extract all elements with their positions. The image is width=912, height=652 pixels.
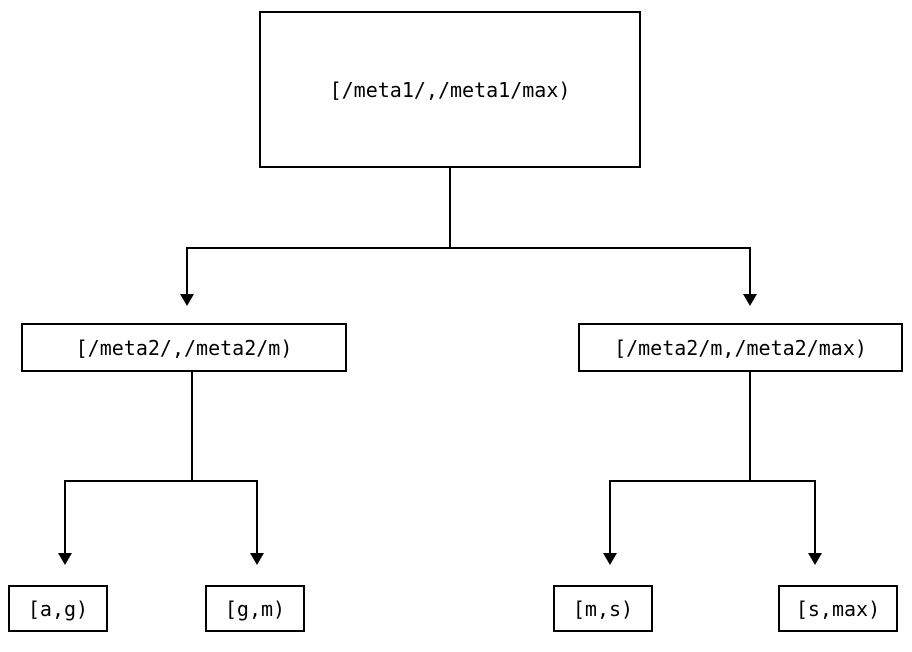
node-leaf-ms[interactable]: [m,s) — [553, 585, 653, 632]
arrowhead-to-leaf-smax-icon — [808, 553, 822, 565]
node-leaf-ag[interactable]: [a,g) — [8, 585, 108, 632]
edge-mid-right-bus — [609, 480, 816, 482]
arrowhead-to-leaf-gm-icon — [250, 553, 264, 565]
edge-root-to-mid-left — [186, 247, 188, 296]
node-mid-right[interactable]: [/meta2/m,/meta2/max) — [578, 323, 903, 372]
edge-mid-left-to-leaf-gm — [256, 480, 258, 555]
edge-root-stem — [449, 168, 451, 249]
node-mid-left-label: [/meta2/,/meta2/m) — [75, 335, 293, 360]
node-leaf-gm-label: [g,m) — [224, 596, 286, 621]
node-leaf-smax[interactable]: [s,max) — [778, 585, 898, 632]
node-leaf-smax-label: [s,max) — [795, 596, 881, 621]
node-root-label: [/meta1/,/meta1/max) — [329, 77, 571, 102]
node-mid-left[interactable]: [/meta2/,/meta2/m) — [21, 323, 347, 372]
edge-root-bus — [186, 247, 751, 249]
node-leaf-gm[interactable]: [g,m) — [205, 585, 305, 632]
edge-root-to-mid-right — [749, 247, 751, 296]
edge-mid-right-to-leaf-ms — [609, 480, 611, 555]
edge-mid-right-to-leaf-smax — [814, 480, 816, 555]
arrowhead-root-to-mid-right-icon — [743, 294, 757, 306]
edge-mid-right-stem — [749, 372, 751, 482]
edge-mid-left-stem — [191, 372, 193, 482]
arrowhead-root-to-mid-left-icon — [180, 294, 194, 306]
node-leaf-ms-label: [m,s) — [572, 596, 634, 621]
node-leaf-ag-label: [a,g) — [27, 596, 89, 621]
arrowhead-to-leaf-ms-icon — [603, 553, 617, 565]
arrowhead-to-leaf-ag-icon — [58, 553, 72, 565]
node-mid-right-label: [/meta2/m,/meta2/max) — [614, 335, 867, 360]
node-root[interactable]: [/meta1/,/meta1/max) — [259, 11, 641, 168]
edge-mid-left-bus — [64, 480, 258, 482]
edge-mid-left-to-leaf-ag — [64, 480, 66, 555]
